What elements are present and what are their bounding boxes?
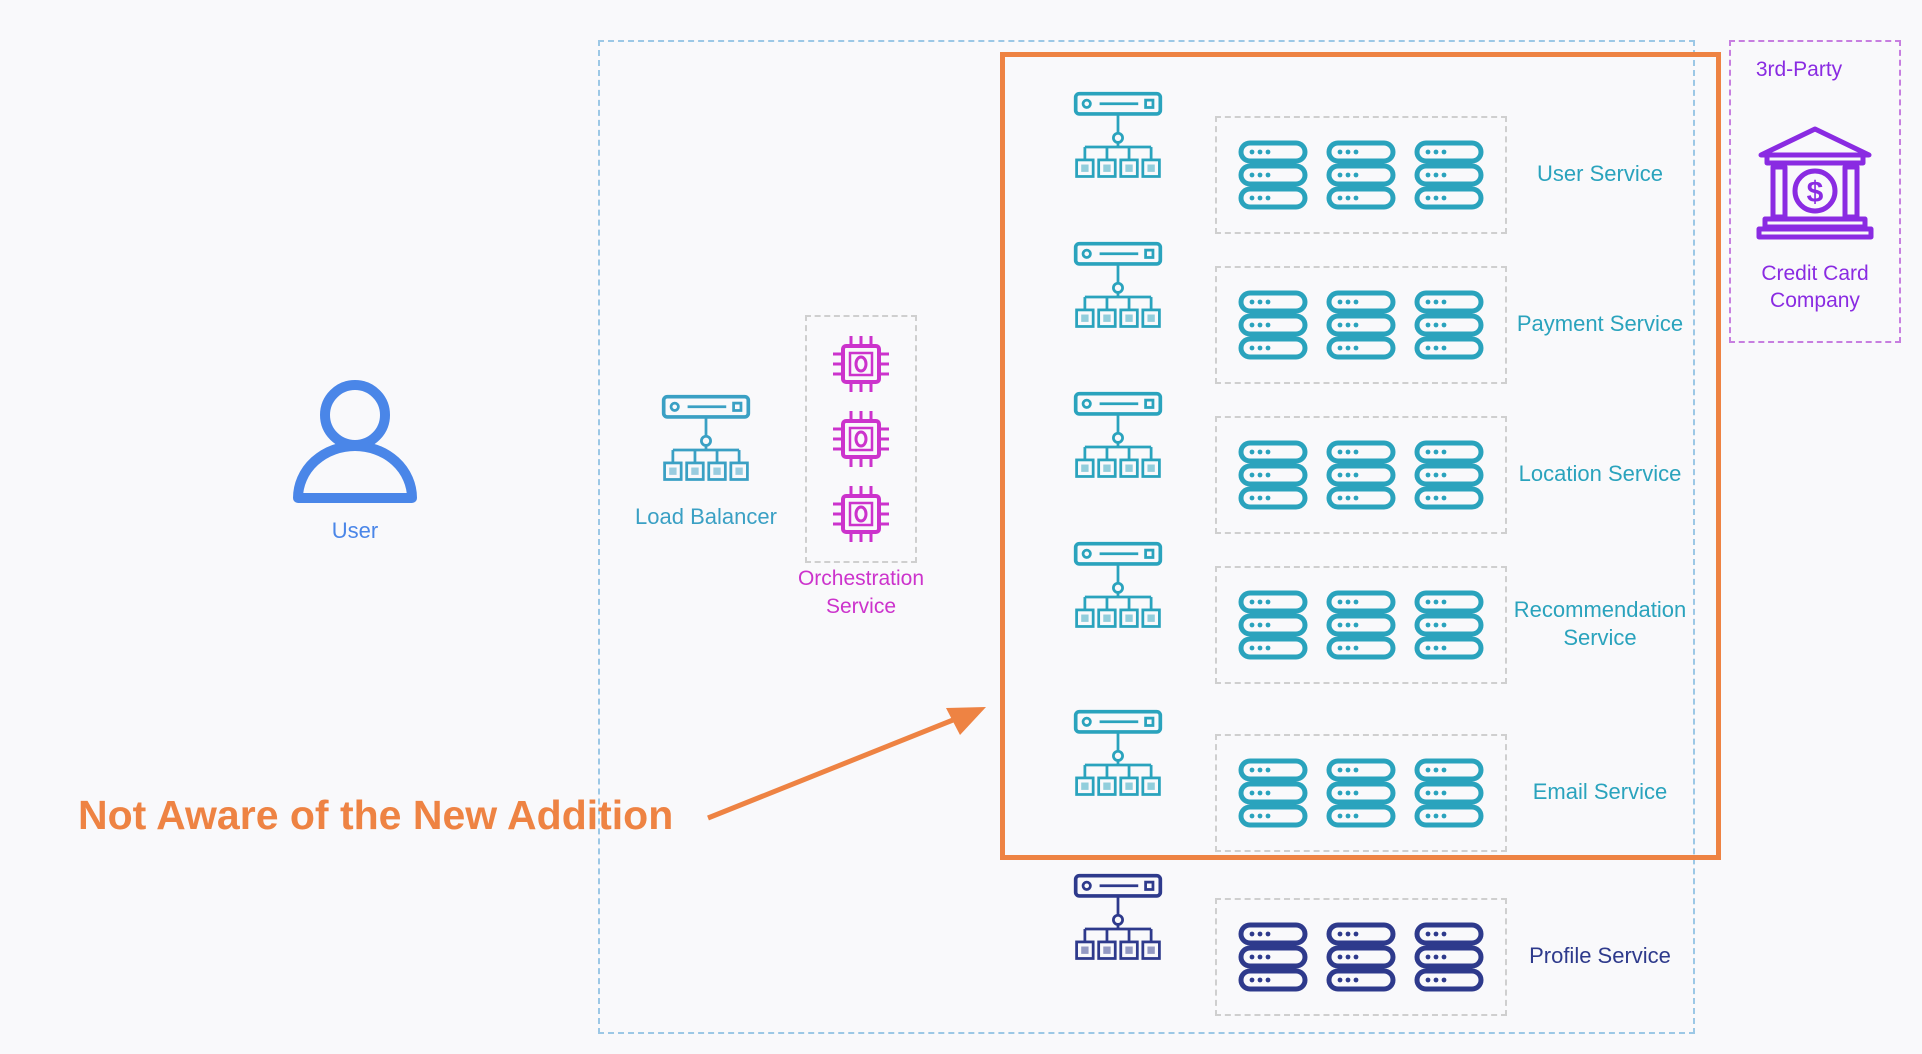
svg-text:$: $ [1807, 176, 1824, 209]
server-stack-icon [1238, 440, 1308, 510]
service-label-line1: Location Service [1518, 461, 1682, 486]
server-group-box [1215, 416, 1507, 534]
server-stack-icon [1326, 440, 1396, 510]
orchestration-label-line2: Service [825, 595, 897, 618]
server-stack-icon [1414, 758, 1484, 828]
server-group-box [1215, 266, 1507, 384]
bank-label: Credit Card Company [1729, 260, 1901, 314]
service-label: Location Service [1508, 460, 1692, 488]
service-label: Payment Service [1508, 310, 1692, 338]
network-node-icon [1072, 540, 1164, 632]
server-stack-icon [1414, 590, 1484, 660]
server-stack-icon [1238, 590, 1308, 660]
network-node-icon [1072, 90, 1164, 182]
chip-icon [831, 334, 891, 394]
server-stack-icon [1238, 290, 1308, 360]
load-balancer-label: Load Balancer [635, 504, 777, 529]
server-stack-icon [1326, 758, 1396, 828]
server-group-box [1215, 566, 1507, 684]
network-node-icon [1072, 872, 1164, 964]
orchestration-box [805, 315, 917, 563]
network-node-icon [1072, 708, 1164, 800]
third-party-title: 3rd-Party [1755, 58, 1843, 81]
server-group-box [1215, 116, 1507, 234]
server-stack-icon [1326, 922, 1396, 992]
new-addition-highlight [1000, 52, 1721, 860]
load-balancer-icon [660, 393, 752, 485]
service-label-line1: User Service [1537, 161, 1663, 186]
server-stack-icon [1326, 290, 1396, 360]
third-party-box [1729, 40, 1901, 343]
bank-icon: $ [1756, 126, 1874, 240]
user-icon [293, 380, 417, 503]
service-label: Email Service [1508, 778, 1692, 806]
service-label-line1: Recommendation [1513, 597, 1687, 622]
bank-label-line1: Credit Card [1761, 262, 1869, 285]
callout-arrow [707, 707, 986, 821]
chip-icon [831, 484, 891, 544]
user-node [290, 375, 420, 505]
orchestration-label: Orchestration Service [778, 565, 944, 621]
server-stack-icon [1326, 590, 1396, 660]
server-stack-icon [1326, 140, 1396, 210]
server-stack-icon [1238, 922, 1308, 992]
server-stack-icon [1238, 140, 1308, 210]
service-label: User Service [1508, 160, 1692, 188]
network-node-icon [1072, 240, 1164, 332]
server-stack-icon [1414, 140, 1484, 210]
server-group-box [1215, 898, 1507, 1016]
server-stack-icon [1414, 922, 1484, 992]
user-label: User [331, 518, 379, 543]
service-label-line2: Service [1563, 625, 1637, 650]
network-node-icon [1072, 390, 1164, 482]
service-label-line1: Email Service [1532, 779, 1668, 804]
chip-icon [831, 409, 891, 469]
service-label-line1: Payment Service [1516, 311, 1684, 336]
service-label-line1: Profile Service [1529, 943, 1671, 968]
server-stack-icon [1238, 758, 1308, 828]
orchestration-label-line1: Orchestration [797, 567, 925, 590]
callout-text: Not Aware of the New Addition [78, 792, 674, 838]
server-group-box [1215, 734, 1507, 852]
service-label: Profile Service [1508, 942, 1692, 970]
server-stack-icon [1414, 290, 1484, 360]
system-boundary [598, 40, 1695, 1034]
bank-label-line2: Company [1770, 289, 1860, 312]
server-stack-icon [1414, 440, 1484, 510]
